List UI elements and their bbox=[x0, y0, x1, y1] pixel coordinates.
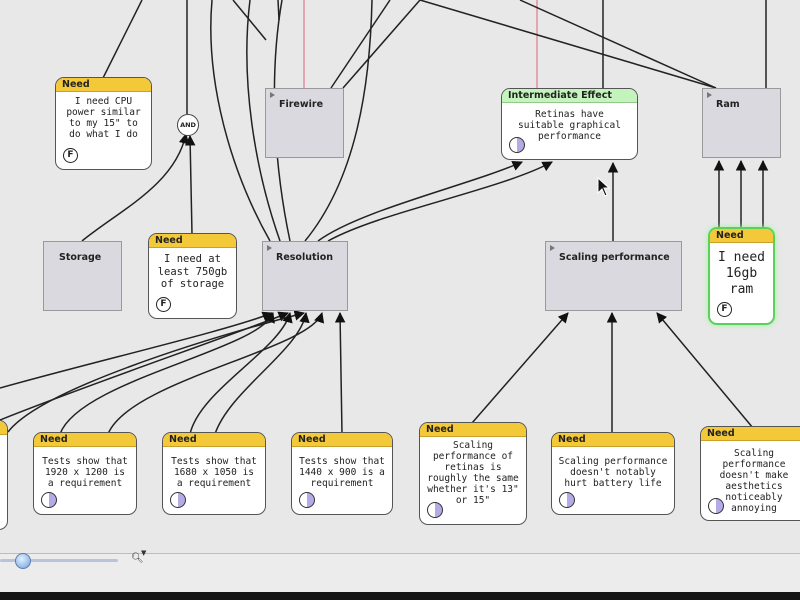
need-text: Tests show that 1680 x 1050 is a require… bbox=[171, 456, 257, 489]
need-card-scaling-retina[interactable]: Need Scaling performance of retinas is r… bbox=[419, 422, 527, 525]
half-filled-circle-icon bbox=[509, 137, 525, 153]
group-label: Firewire bbox=[279, 99, 324, 110]
group-resolution[interactable]: Resolution bbox=[262, 241, 348, 311]
disclosure-triangle-icon[interactable] bbox=[707, 92, 712, 98]
forced-f-icon: F bbox=[717, 302, 732, 317]
connection-lines bbox=[0, 0, 769, 435]
half-filled-circle-icon bbox=[170, 492, 186, 508]
need-card-scaling-aesthetics[interactable]: Need Scaling performance doesn't make ae… bbox=[700, 426, 800, 521]
need-card-1920[interactable]: Need Tests show that 1920 x 1200 is a re… bbox=[33, 432, 137, 515]
need-text: I need CPU power similar to my 15" to do… bbox=[66, 96, 141, 140]
half-filled-circle-icon bbox=[708, 498, 724, 514]
need-header: Need bbox=[292, 433, 392, 447]
bottom-toolbar: 🔍︎ ▼ bbox=[0, 549, 800, 600]
need-text: Scaling performance of retinas is roughl… bbox=[427, 440, 519, 506]
disclosure-triangle-icon[interactable] bbox=[270, 92, 275, 98]
magnifier-icon[interactable]: 🔍︎ bbox=[131, 553, 144, 564]
need-text: I need 16gb ram bbox=[718, 250, 765, 297]
need-card-scaling-battery[interactable]: Need Scaling performance doesn't notably… bbox=[551, 432, 675, 515]
need-card-1680[interactable]: Need Tests show that 1680 x 1050 is a re… bbox=[162, 432, 266, 515]
need-header: Need bbox=[34, 433, 136, 447]
need-card-storage[interactable]: Need I need at least 750gb of storage F bbox=[148, 233, 237, 319]
group-storage[interactable]: Storage bbox=[43, 241, 122, 311]
need-header: Need bbox=[701, 427, 800, 441]
need-text: Tests show that 1920 x 1200 is a require… bbox=[42, 456, 128, 489]
forced-f-icon: F bbox=[63, 148, 78, 163]
need-card-1440[interactable]: Need Tests show that 1440 x 900 is a req… bbox=[291, 432, 393, 515]
need-card-partial[interactable] bbox=[0, 420, 8, 530]
need-text: Scaling performance doesn't make aesthet… bbox=[719, 448, 789, 514]
forced-f-icon: F bbox=[156, 297, 171, 312]
group-ram[interactable]: Ram bbox=[702, 88, 781, 158]
window-bottom-edge bbox=[0, 592, 800, 600]
group-label: Storage bbox=[59, 252, 102, 263]
mouse-pointer-icon bbox=[597, 177, 611, 197]
group-firewire[interactable]: Firewire bbox=[265, 88, 344, 158]
chevron-down-icon[interactable]: ▼ bbox=[141, 549, 147, 557]
diagram-canvas[interactable]: Firewire Ram Storage Resolution Scaling … bbox=[0, 0, 800, 553]
half-filled-circle-icon bbox=[559, 492, 575, 508]
intermediate-header: Intermediate Effect bbox=[502, 89, 637, 103]
group-label: Resolution bbox=[276, 252, 334, 263]
zoom-slider-knob[interactable] bbox=[15, 553, 31, 569]
half-filled-circle-icon bbox=[299, 492, 315, 508]
disclosure-triangle-icon[interactable] bbox=[550, 245, 555, 251]
need-text: Scaling performance doesn't notably hurt… bbox=[558, 456, 668, 489]
need-header: Need bbox=[163, 433, 265, 447]
intermediate-effect-card[interactable]: Intermediate Effect Retinas have suitabl… bbox=[501, 88, 638, 160]
divider bbox=[0, 553, 800, 554]
need-header: Need bbox=[710, 229, 773, 243]
need-header: Need bbox=[552, 433, 674, 447]
need-header: Need bbox=[56, 78, 151, 92]
zoom-slider-track[interactable] bbox=[0, 559, 118, 562]
disclosure-triangle-icon[interactable] bbox=[267, 245, 272, 251]
group-label: Ram bbox=[716, 99, 740, 110]
need-header: Need bbox=[149, 234, 236, 248]
intermediate-text: Retinas have suitable graphical performa… bbox=[518, 109, 621, 142]
need-card-ram[interactable]: Need I need 16gb ram F bbox=[708, 227, 775, 325]
need-header bbox=[0, 421, 7, 435]
need-card-cpu[interactable]: Need I need CPU power similar to my 15" … bbox=[55, 77, 152, 170]
and-gate[interactable]: AND bbox=[177, 114, 199, 136]
need-text: I need at least 750gb of storage bbox=[157, 253, 228, 290]
need-header: Need bbox=[420, 423, 526, 437]
need-text: Tests show that 1440 x 900 is a requirem… bbox=[299, 456, 385, 489]
group-scaling-performance[interactable]: Scaling performance bbox=[545, 241, 682, 311]
half-filled-circle-icon bbox=[41, 492, 57, 508]
group-label: Scaling performance bbox=[559, 252, 670, 263]
half-filled-circle-icon bbox=[427, 502, 443, 518]
